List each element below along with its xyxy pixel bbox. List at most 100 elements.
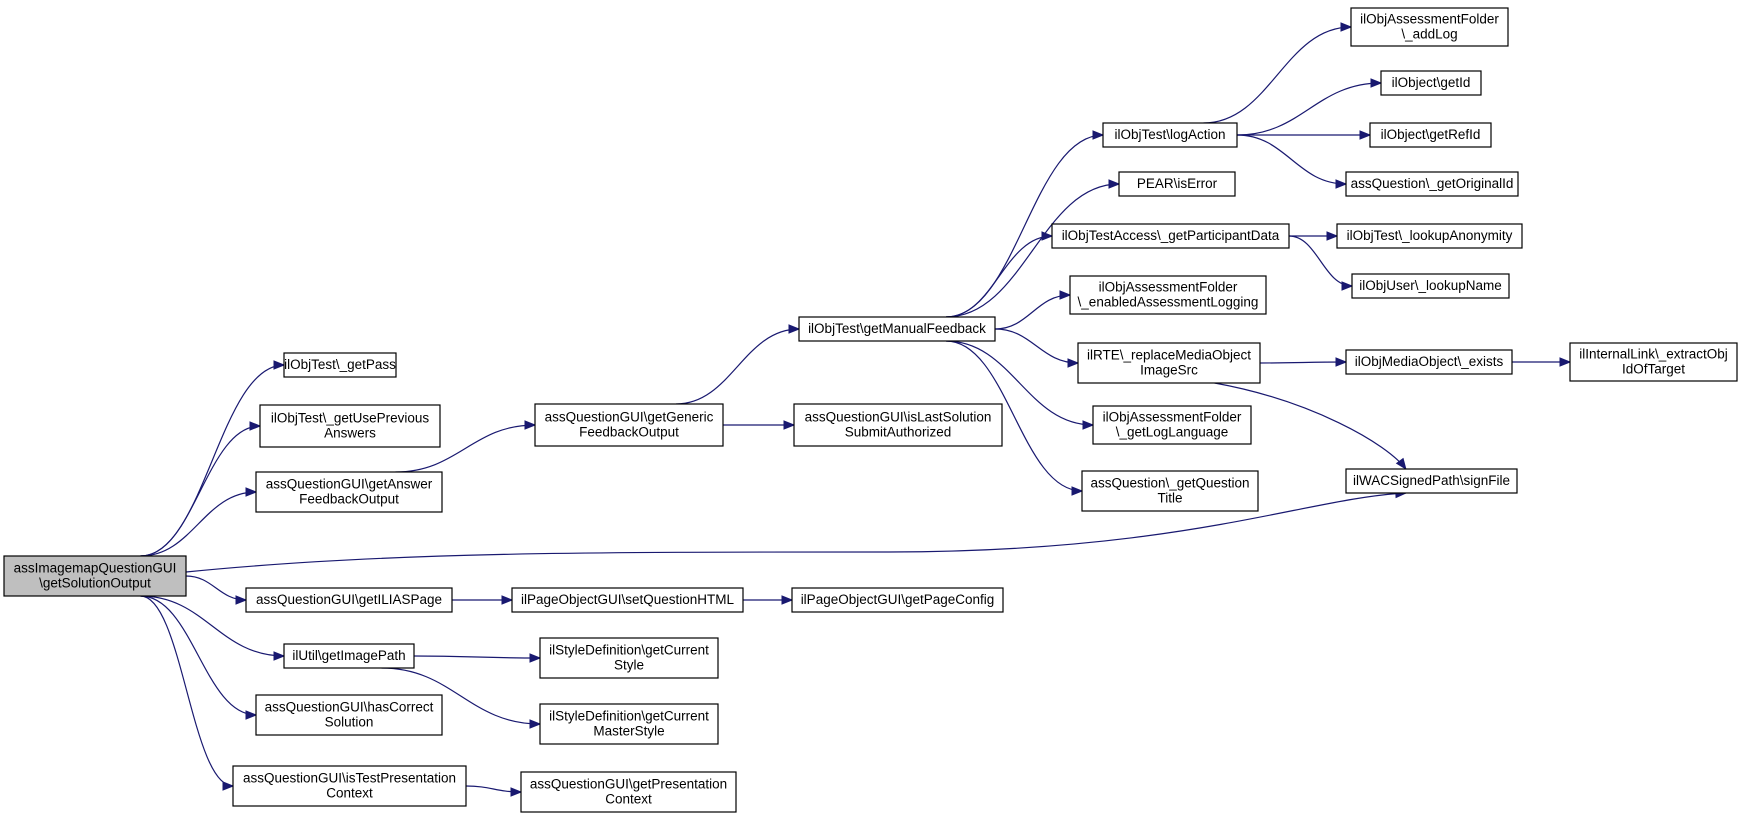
edge-n-getiliaspage-to-n-setqhtml <box>451 595 514 605</box>
arrowhead <box>524 420 537 430</box>
node-n-getpass[interactable]: ilObjTest\_getPass <box>283 352 397 378</box>
edge-n-getimagepath-to-n-getcurmaster <box>381 667 542 729</box>
arrowhead <box>273 360 286 370</box>
node-label-line: ilUtil\getImagePath <box>292 648 405 663</box>
node-n-getloglang[interactable]: ilObjAssessmentFolder\_getLogLanguage <box>1092 405 1252 445</box>
edge-n-exists-to-n-extractobj <box>1511 357 1572 367</box>
node-n-logaction[interactable]: ilObjTest\logAction <box>1102 122 1238 148</box>
node-n-setqhtml[interactable]: ilPageObjectGUI\setQuestionHTML <box>511 587 744 613</box>
node-label-line: \getSolutionOutput <box>39 576 151 591</box>
node-n-getid[interactable]: ilObject\getId <box>1380 70 1482 96</box>
edge-root-to-n-getuseprev <box>140 421 262 557</box>
node-label-line: assImagemapQuestionGUI <box>14 561 177 576</box>
node-label-line: MasterStyle <box>593 724 664 739</box>
node-n-getorigid[interactable]: assQuestion\_getOriginalId <box>1345 171 1519 197</box>
node-n-getmanualfb[interactable]: ilObjTest\getManualFeedback <box>798 316 996 342</box>
edge-root-to-n-getiliaspage <box>185 575 248 605</box>
node-n-lookupanon[interactable]: ilObjTest\_lookupAnonymity <box>1336 223 1523 249</box>
node-n-lookupname[interactable]: ilObjUser\_lookupName <box>1351 273 1510 299</box>
arrowhead <box>1067 358 1080 368</box>
node-box <box>283 643 415 669</box>
node-label-line: \_getLogLanguage <box>1116 425 1229 440</box>
node-label-line: FeedbackOutput <box>299 492 399 507</box>
node-box <box>511 587 744 613</box>
edge-n-getmanualfb-to-n-iserror <box>945 179 1121 318</box>
node-n-exists[interactable]: ilObjMediaObject\_exists <box>1345 349 1513 375</box>
edge-root-to-n-istestpres <box>140 595 235 791</box>
node-label-line: Answers <box>324 426 376 441</box>
node-label-line: assQuestion\_getOriginalId <box>1351 176 1514 191</box>
node-root[interactable]: assImagemapQuestionGUI\getSolutionOutput <box>3 555 187 597</box>
node-label-line: ilObjMediaObject\_exists <box>1355 354 1504 369</box>
edge-n-getmanualfb-to-n-replacemedia <box>994 328 1080 368</box>
edge-line <box>945 340 1094 426</box>
node-box <box>255 694 443 736</box>
node-n-addlog[interactable]: ilObjAssessmentFolder\_addLog <box>1350 7 1509 47</box>
edge-root-to-n-getimagepath <box>140 595 286 661</box>
edge-line <box>1203 26 1352 124</box>
arrowhead <box>245 710 258 720</box>
edge-n-getpartdata-to-n-lookupname <box>1288 235 1354 291</box>
node-label-line: ilObjTest\_lookupAnonymity <box>1347 228 1513 243</box>
edge-line <box>994 294 1071 330</box>
node-box <box>539 637 719 679</box>
node-n-signfile[interactable]: ilWACSignedPath\signFile <box>1345 468 1518 494</box>
node-box <box>534 403 724 447</box>
edge-n-getanswerfb-to-n-getgenericfb <box>395 420 537 473</box>
edge-root-to-n-getpass <box>140 360 286 557</box>
node-box <box>1336 223 1523 249</box>
node-box <box>259 404 441 448</box>
node-label-line: assQuestionGUI\isTestPresentation <box>243 771 456 786</box>
node-n-getpageconfig[interactable]: ilPageObjectGUI\getPageConfig <box>791 587 1004 613</box>
node-label-line: assQuestion\_getQuestion <box>1090 476 1249 491</box>
node-label-line: Style <box>614 658 644 673</box>
node-n-enabledlog[interactable]: ilObjAssessmentFolder\_enabledAssessment… <box>1069 275 1267 315</box>
node-n-getimagepath[interactable]: ilUtil\getImagePath <box>283 643 415 669</box>
arrowhead <box>781 595 794 605</box>
edge-root-to-n-hascorrect <box>140 595 258 720</box>
arrowhead <box>783 420 796 430</box>
node-n-islastsol[interactable]: assQuestionGUI\isLastSolutionSubmitAutho… <box>793 403 1003 447</box>
edge-line <box>140 595 234 787</box>
node-box <box>1345 468 1518 494</box>
arrowhead <box>1395 457 1407 471</box>
edge-n-istestpres-to-n-getpresctx <box>465 785 523 797</box>
arrowhead <box>1326 231 1339 241</box>
node-n-iserror[interactable]: PEAR\isError <box>1118 171 1236 197</box>
node-box <box>1369 122 1492 148</box>
edge-n-getmanualfb-to-n-getqtitle <box>945 340 1084 496</box>
node-label-line: assQuestionGUI\getAnswer <box>266 477 433 492</box>
edge-n-getpartdata-to-n-lookupanon <box>1289 231 1339 241</box>
arrowhead <box>1559 357 1572 367</box>
node-label-line: assQuestionGUI\hasCorrect <box>265 700 434 715</box>
edge-line <box>395 424 536 473</box>
node-label-line: FeedbackOutput <box>579 425 679 440</box>
node-label-line: IdOfTarget <box>1622 362 1685 377</box>
edge-line <box>140 425 261 557</box>
node-n-getrefid[interactable]: ilObject\getRefId <box>1369 122 1492 148</box>
node-box <box>232 765 467 807</box>
node-n-getiliaspage[interactable]: assQuestionGUI\getILIASPage <box>245 587 453 613</box>
edge-line <box>140 595 285 657</box>
arrowhead <box>529 653 542 663</box>
node-label-line: ilObject\getId <box>1392 75 1471 90</box>
node-label-line: \_addLog <box>1401 27 1457 42</box>
node-box <box>245 587 453 613</box>
node-label-line: SubmitAuthorized <box>845 425 952 440</box>
edge-n-replacemedia-to-n-exists <box>1259 357 1348 367</box>
edge-n-getmanualfb-to-n-enabledlog <box>994 290 1072 330</box>
arrowhead <box>529 719 542 729</box>
node-n-getpartdata[interactable]: ilObjTestAccess\_getParticipantData <box>1051 223 1290 249</box>
